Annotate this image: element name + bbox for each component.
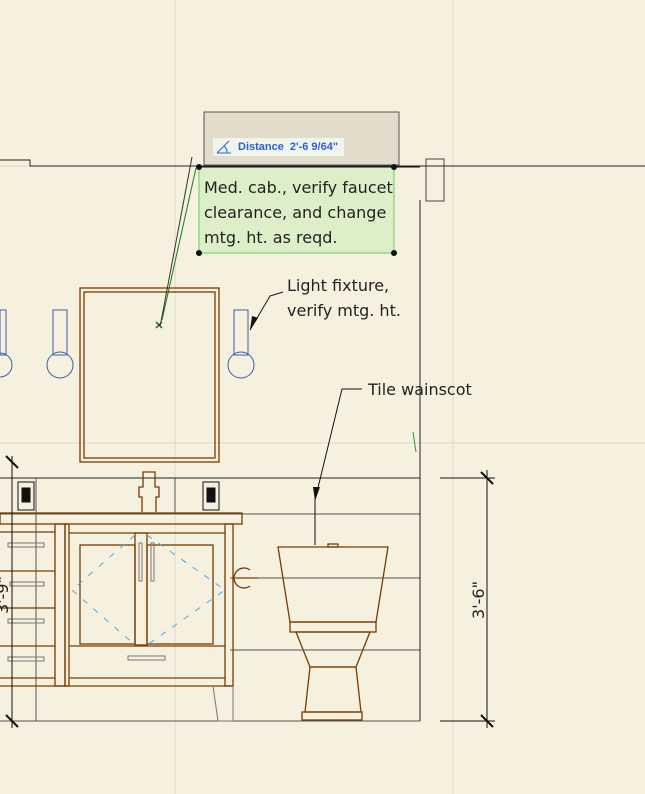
toilet[interactable]: [233, 543, 389, 721]
cursor-x-icon: [155, 321, 163, 329]
selection-handles[interactable]: [196, 164, 397, 256]
dimension-lines: [5, 431, 495, 728]
light-fixtures[interactable]: [0, 309, 255, 379]
light-fixture-note-line1[interactable]: Light fixture,: [287, 276, 389, 295]
vanity-handles: [7, 542, 234, 722]
tracker-label: Distance: [238, 141, 284, 153]
med-cab-note-line3[interactable]: mtg. ht. as reqd.: [204, 228, 337, 247]
door-swing-lines: [71, 534, 226, 646]
med-cab-note-line1[interactable]: Med. cab., verify faucet: [204, 178, 393, 197]
angle-distance-icon: [216, 140, 231, 154]
medicine-cabinet[interactable]: [79, 287, 220, 463]
dimension-right[interactable]: 3'-6": [469, 581, 488, 619]
dimension-left[interactable]: 3'-9": [0, 576, 12, 614]
distance-tracker: Distance 2'-6 9/64": [213, 138, 345, 156]
tracker-value: 2'-6 9/64": [289, 141, 339, 153]
leader-arrowheads: [250, 316, 320, 501]
outlets: [17, 481, 220, 511]
med-cab-note-line2[interactable]: clearance, and change: [204, 203, 386, 222]
tile-wainscot-note[interactable]: Tile wainscot: [367, 380, 472, 399]
vanity[interactable]: [0, 471, 243, 687]
wall-lines: [0, 158, 645, 722]
light-fixture-note-line2[interactable]: verify mtg. ht.: [287, 301, 401, 320]
